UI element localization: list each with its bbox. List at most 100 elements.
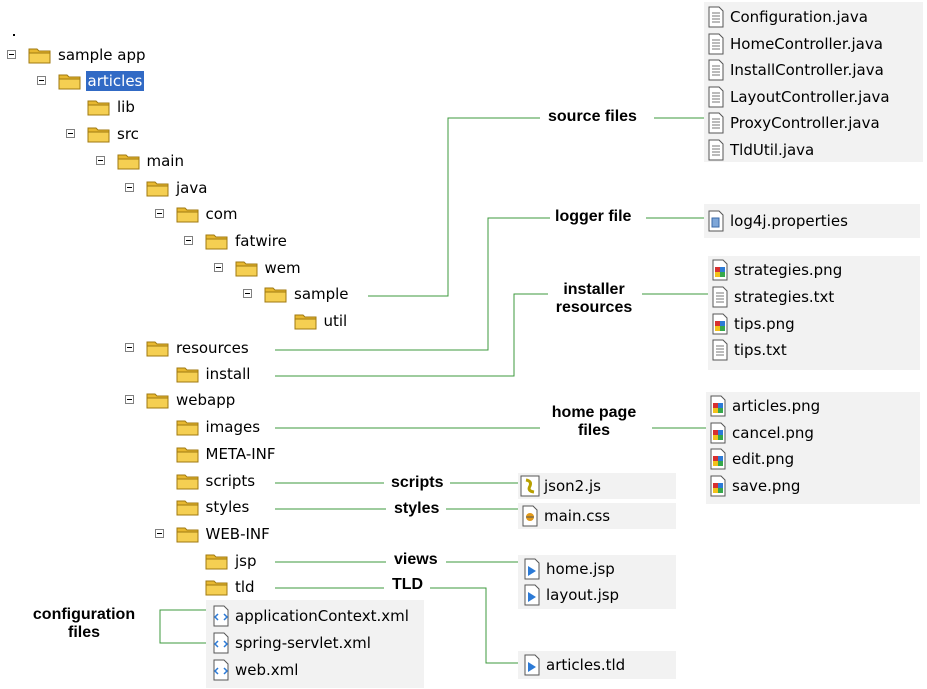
folder-icon [205, 578, 229, 596]
folder-icon [176, 445, 200, 463]
file-item[interactable]: web.xml [211, 657, 298, 683]
folder-icon [87, 98, 111, 116]
file-item[interactable]: Configuration.java [706, 4, 868, 30]
collapse-toggle-icon[interactable] [154, 209, 164, 218]
tree-node-label: java [176, 179, 208, 197]
callout-scripts: scripts [391, 474, 444, 491]
folder-icon [294, 312, 318, 330]
folder-icon [146, 179, 170, 197]
file-item[interactable]: edit.png [708, 446, 794, 472]
text-file-icon [710, 339, 730, 361]
file-item[interactable]: strategies.png [710, 257, 842, 283]
connector-logger-file [275, 217, 704, 351]
file-name: TldUtil.java [730, 141, 815, 159]
callout-views: views [394, 551, 438, 568]
folder-icon [176, 472, 200, 490]
collapse-toggle-icon[interactable] [243, 289, 252, 298]
file-item[interactable]: spring-servlet.xml [211, 630, 371, 656]
xml-file-icon [211, 659, 231, 681]
file-item[interactable]: save.png [708, 473, 800, 499]
file-item[interactable]: main.css [520, 503, 610, 529]
file-item[interactable]: TldUtil.java [706, 137, 814, 163]
tree-node-label: webapp [176, 391, 236, 409]
text-file-icon [706, 112, 726, 134]
tree-node-label: install [205, 365, 251, 383]
file-name: main.css [544, 507, 611, 525]
folder-icon [205, 232, 229, 250]
file-item[interactable]: ProxyController.java [706, 110, 880, 136]
tree-node-label: styles [205, 498, 250, 516]
file-item[interactable]: HomeController.java [706, 31, 883, 57]
file-item[interactable]: log4j.properties [706, 208, 848, 234]
image-file-icon [710, 259, 730, 281]
panel-styles: main.css [518, 503, 676, 529]
panel-views: home.jsp layout.jsp [518, 555, 676, 609]
connector-source-files [368, 117, 704, 297]
file-name: tips.png [734, 314, 795, 333]
folder-icon [176, 418, 200, 436]
image-file-icon [708, 475, 728, 497]
collapse-toggle-icon[interactable] [125, 183, 134, 192]
xml-file-icon [211, 605, 231, 627]
collapse-toggle-icon[interactable] [213, 263, 223, 272]
file-name: cancel.png [732, 423, 814, 442]
collapse-toggle-icon[interactable] [7, 50, 16, 59]
file-name: applicationContext.xml [235, 607, 409, 625]
tree-node-label: com [205, 205, 238, 223]
panel-logger-file: log4j.properties [704, 204, 920, 238]
connector-configuration-files [159, 609, 206, 644]
file-item[interactable]: layout.jsp [522, 582, 619, 608]
file-name: json2.js [544, 477, 601, 495]
tree-node-label: images [205, 418, 261, 436]
text-file-icon [706, 139, 726, 161]
file-item[interactable]: applicationContext.xml [211, 603, 409, 629]
collapse-toggle-icon[interactable] [95, 156, 105, 165]
image-file-icon [708, 395, 728, 417]
tree-node-label: WEB-INF [205, 525, 270, 543]
collapse-toggle-icon[interactable] [184, 236, 193, 245]
panel-tld: articles.tld [518, 651, 676, 679]
file-name: layout.jsp [546, 586, 620, 604]
tree-node-label: articles [85, 71, 145, 91]
folder-icon [176, 525, 200, 543]
file-name: log4j.properties [730, 212, 848, 230]
tree-node-label: scripts [205, 472, 256, 490]
collapse-toggle-icon[interactable] [125, 343, 134, 352]
folder-icon [28, 46, 52, 64]
file-item[interactable]: tips.png [710, 311, 795, 337]
xml-file-icon [211, 632, 231, 654]
collapse-toggle-icon[interactable] [66, 129, 75, 138]
collapse-toggle-icon[interactable] [154, 529, 164, 538]
file-item[interactable]: home.jsp [522, 556, 615, 582]
text-file-icon [710, 286, 730, 308]
tree-node-label: META-INF [205, 445, 276, 463]
stray-dot [13, 34, 15, 36]
callout-styles: styles [394, 500, 440, 517]
file-item[interactable]: LayoutController.java [706, 84, 890, 110]
file-item[interactable]: tips.txt [710, 337, 787, 363]
file-item[interactable]: InstallController.java [706, 57, 884, 83]
text-file-icon [706, 6, 726, 28]
callout-tld: TLD [392, 576, 424, 593]
callout-source-files: source files [548, 108, 637, 125]
file-item[interactable]: articles.tld [522, 652, 625, 678]
file-item[interactable]: articles.png [708, 393, 820, 419]
file-item[interactable]: cancel.png [708, 420, 814, 446]
folder-icon [176, 205, 200, 223]
folder-icon [146, 339, 170, 357]
file-item[interactable]: json2.js [520, 473, 601, 499]
file-item[interactable]: strategies.txt [710, 284, 834, 310]
text-file-icon [706, 33, 726, 55]
collapse-toggle-icon[interactable] [36, 76, 46, 85]
folder-icon [235, 259, 259, 277]
connector-installer-resources [275, 293, 708, 377]
file-name: HomeController.java [730, 34, 883, 53]
script-file-icon [520, 475, 540, 497]
collapse-toggle-icon[interactable] [125, 395, 134, 404]
image-file-icon [708, 448, 728, 470]
folder-icon [264, 285, 288, 303]
